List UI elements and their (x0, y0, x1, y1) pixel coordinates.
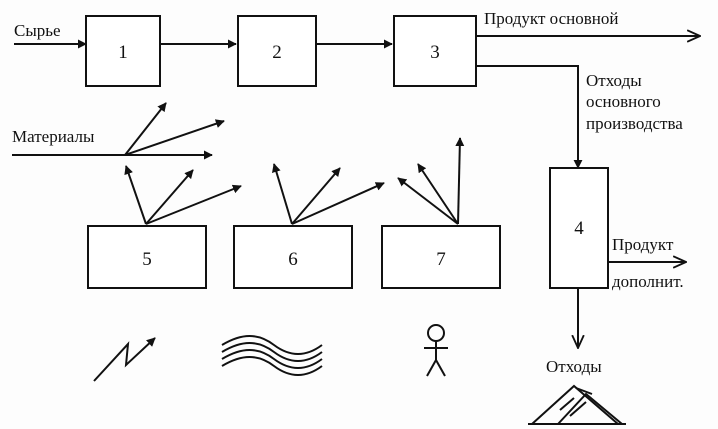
waste-heap-icon (528, 384, 626, 425)
water-waves-icon (221, 335, 323, 376)
block-3: 3 (393, 15, 477, 87)
arrow-waste-to-4 (476, 65, 583, 169)
arrow-7-a (417, 163, 459, 225)
svg-text:4: 4 (574, 218, 584, 239)
label-waste: Отходы (546, 357, 602, 376)
label-extra-product-2: дополнит. (612, 272, 684, 291)
arrow-materials-up (124, 102, 167, 156)
block-5: 5 (87, 225, 207, 289)
block-1: 1 (85, 15, 161, 87)
label-materials: Материалы (12, 127, 95, 146)
arrow-7-b (397, 177, 459, 225)
arrow-6-a (272, 163, 293, 225)
block-4: 4 (549, 167, 609, 289)
arrow-5-a (124, 165, 147, 225)
arrow-7-c (455, 137, 465, 225)
svg-text:3: 3 (430, 42, 440, 63)
arrow-5-c (145, 184, 242, 225)
svg-text:7: 7 (436, 249, 446, 270)
block-6: 6 (233, 225, 353, 289)
svg-text:2: 2 (272, 42, 282, 63)
label-raw: Сырье (14, 21, 61, 40)
person-icon (424, 324, 448, 377)
arrow-6-c (291, 182, 385, 225)
svg-text:1: 1 (118, 42, 128, 63)
block-2: 2 (237, 15, 317, 87)
label-waste-main-2: основного (586, 92, 661, 111)
block-7: 7 (381, 225, 501, 289)
label-extra-product-1: Продукт (612, 235, 674, 254)
label-waste-main-1: Отходы (586, 71, 642, 90)
arrow-5-b (145, 169, 194, 225)
svg-text:5: 5 (142, 249, 152, 270)
label-main-product: Продукт основной (484, 9, 618, 28)
arrow-6-b (291, 167, 341, 225)
arrow-materials-right (124, 119, 225, 156)
svg-text:6: 6 (288, 249, 298, 270)
lightning-bolt-icon (93, 337, 156, 382)
label-waste-main-3: производства (586, 114, 683, 133)
